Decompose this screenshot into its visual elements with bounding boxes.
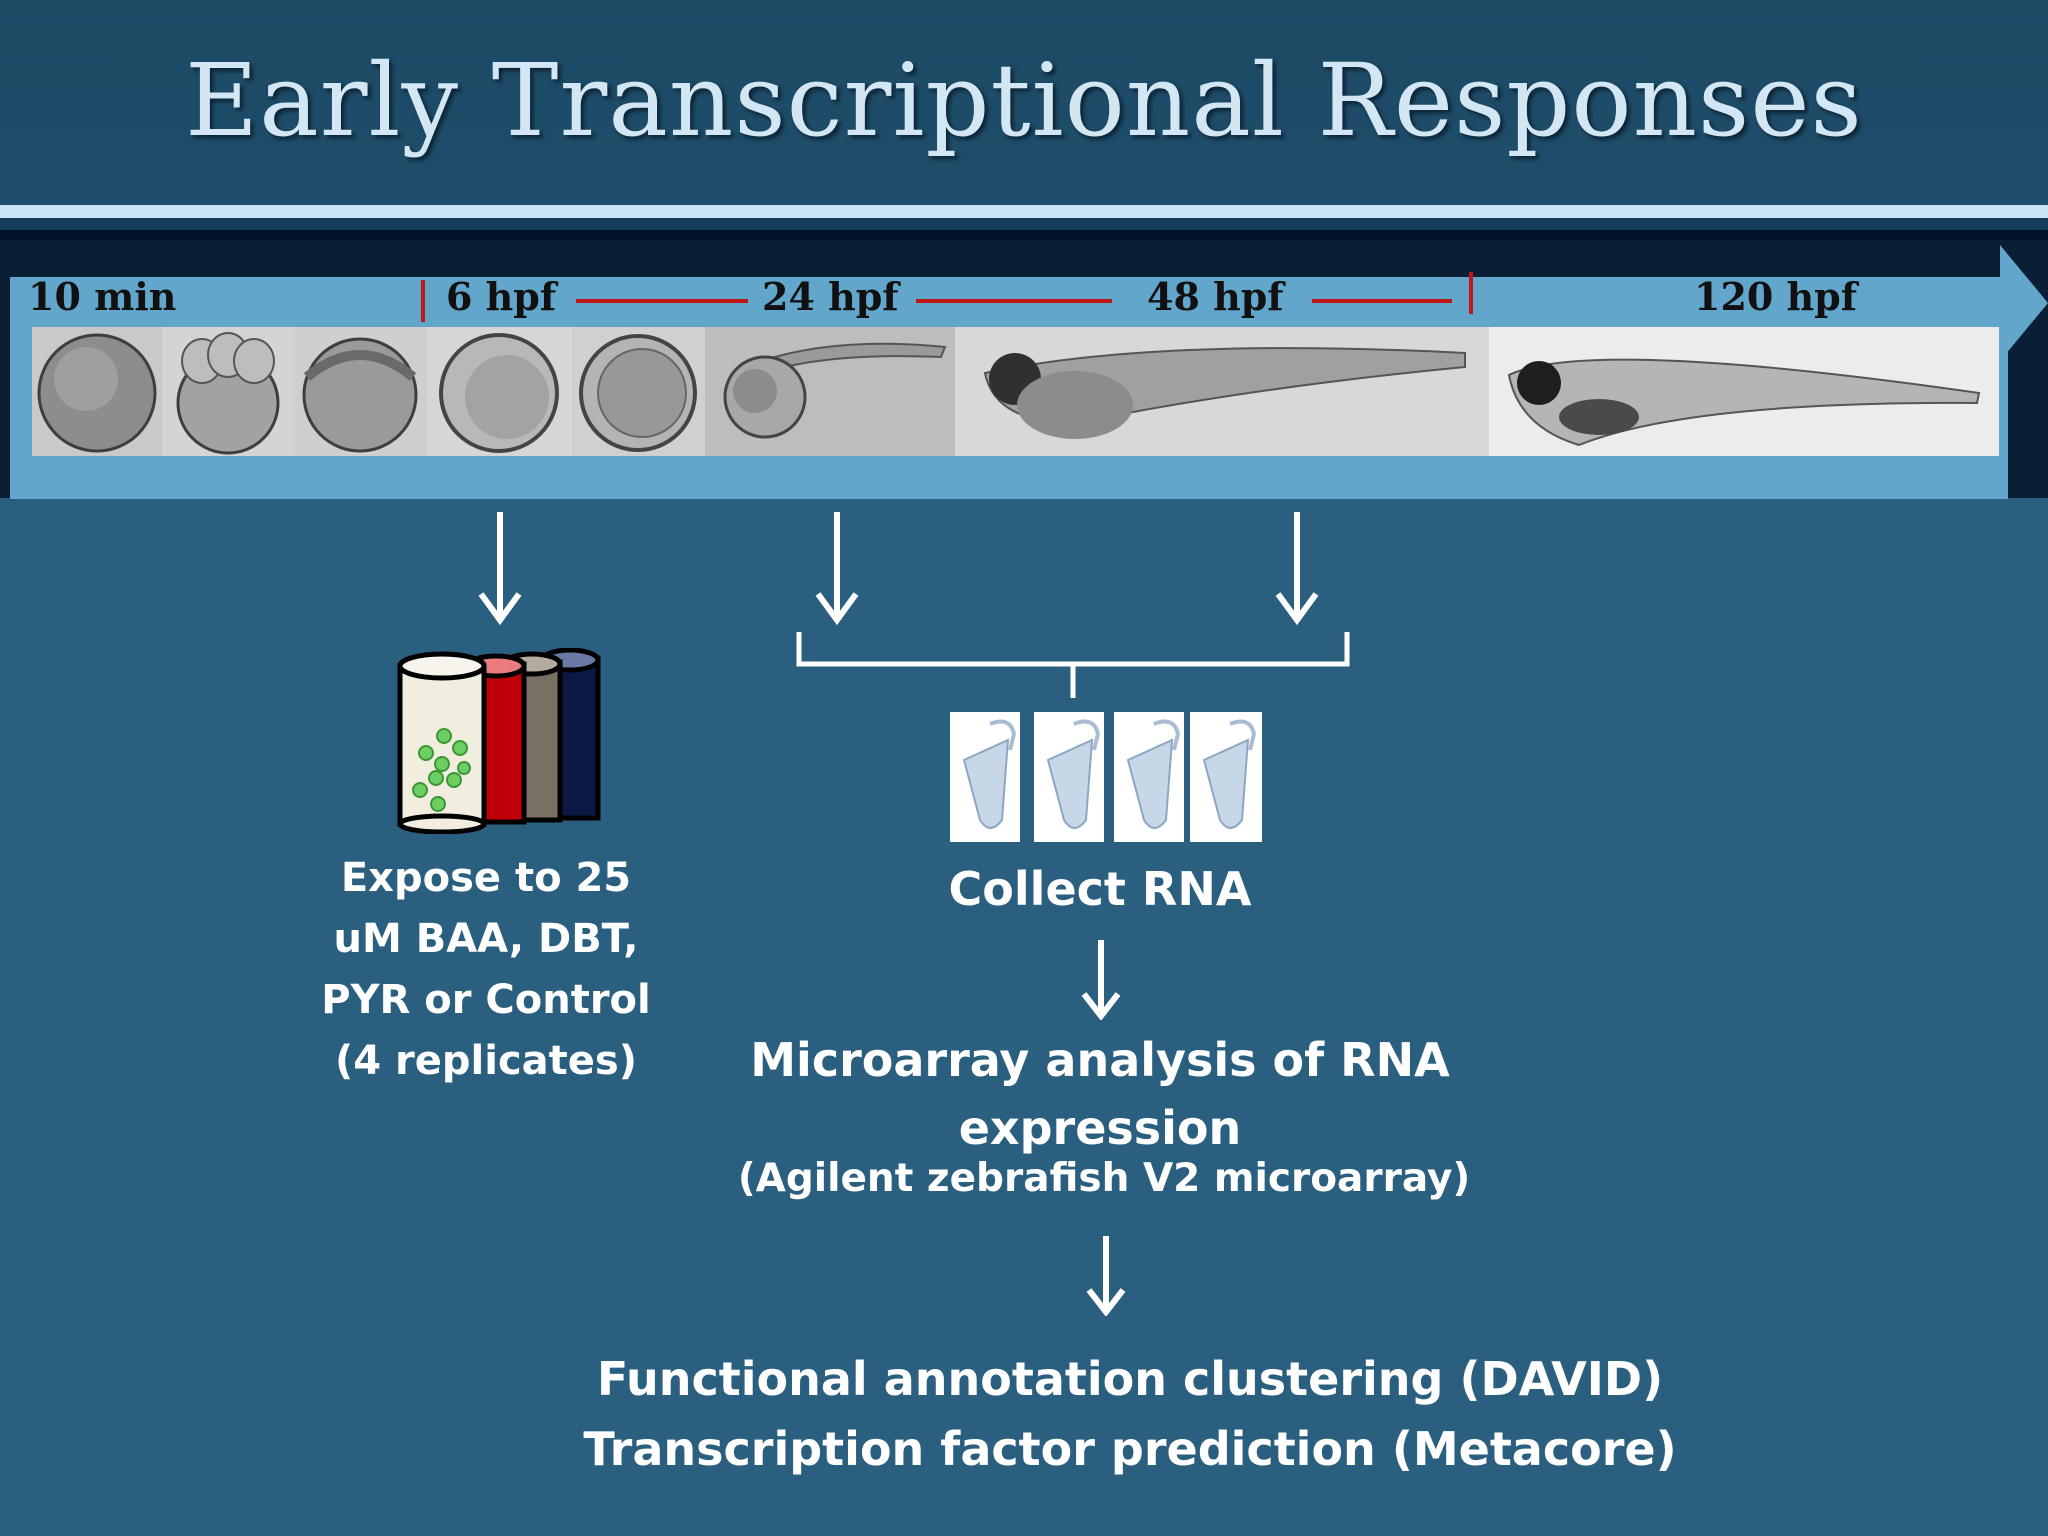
slide-title: Early Transcriptional Responses xyxy=(185,42,1863,159)
timeline-start-tick xyxy=(421,280,425,322)
collect-rna-label: Collect RNA xyxy=(948,862,1252,916)
embryo-photo-2 xyxy=(162,327,293,456)
header-divider-dark xyxy=(0,230,2048,240)
exposure-line-1: Expose to 25 xyxy=(340,855,632,901)
arrow-down-exposure xyxy=(478,512,522,626)
analysis-line-1: Functional annotation clustering (DAVID) xyxy=(596,1352,1664,1406)
header-bar xyxy=(0,0,2048,205)
exposure-line-4: (4 replicates) xyxy=(335,1038,637,1084)
embryo-photo-48hpf xyxy=(955,327,1489,456)
microarray-line-1: Microarray analysis of RNA xyxy=(750,1033,1450,1087)
arrow-down-24hpf xyxy=(815,512,859,626)
arrow-down-48hpf xyxy=(1275,512,1319,626)
timeline-range-line-1 xyxy=(576,299,748,303)
embryo-photo-3 xyxy=(293,327,427,456)
exposure-line-2: uM BAA, DBT, xyxy=(333,916,639,962)
header-divider-light xyxy=(0,205,2048,218)
arrow-down-analysis xyxy=(1086,1236,1126,1316)
timeline-label-10min: 10 min xyxy=(28,274,177,319)
merge-bracket xyxy=(796,632,1350,698)
exposure-line-3: PYR or Control xyxy=(321,977,651,1023)
embryo-photo-4 xyxy=(427,327,572,456)
embryo-photo-1 xyxy=(32,327,162,456)
tube-1 xyxy=(950,712,1020,842)
larva-photo-120hpf xyxy=(1489,327,1999,456)
embryo-photo-24hpf xyxy=(705,327,955,456)
arrow-down-microarray xyxy=(1081,940,1121,1020)
microarray-platform-note: (Agilent zebrafish V2 microarray) xyxy=(737,1156,1471,1201)
timeline-label-24hpf: 24 hpf xyxy=(762,274,899,319)
embryo-photo-5 xyxy=(572,327,705,456)
analysis-line-2: Transcription factor prediction (Metacor… xyxy=(583,1422,1677,1476)
microarray-line-2: expression xyxy=(958,1101,1242,1155)
timeline-label-120hpf: 120 hpf xyxy=(1694,274,1858,319)
rna-tubes-icon xyxy=(950,712,1262,842)
microarray-text: Microarray analysis of RNA expression xyxy=(700,1026,1500,1162)
timeline-label-6hpf: 6 hpf xyxy=(446,274,557,319)
timeline-label-48hpf: 48 hpf xyxy=(1147,274,1284,319)
exposure-text: Expose to 25 uM BAA, DBT, PYR or Control… xyxy=(300,848,672,1092)
timeline-arrow-head xyxy=(2000,245,2048,361)
timeline-range-line-2 xyxy=(916,299,1112,303)
timeline-end-tick xyxy=(1469,272,1473,314)
analysis-text: Functional annotation clustering (DAVID)… xyxy=(540,1344,1720,1484)
header-divider-mid xyxy=(0,218,2048,230)
exposure-vials-icon xyxy=(397,648,601,834)
content-area xyxy=(8,499,2048,1536)
timeline-range-line-3 xyxy=(1312,299,1452,303)
